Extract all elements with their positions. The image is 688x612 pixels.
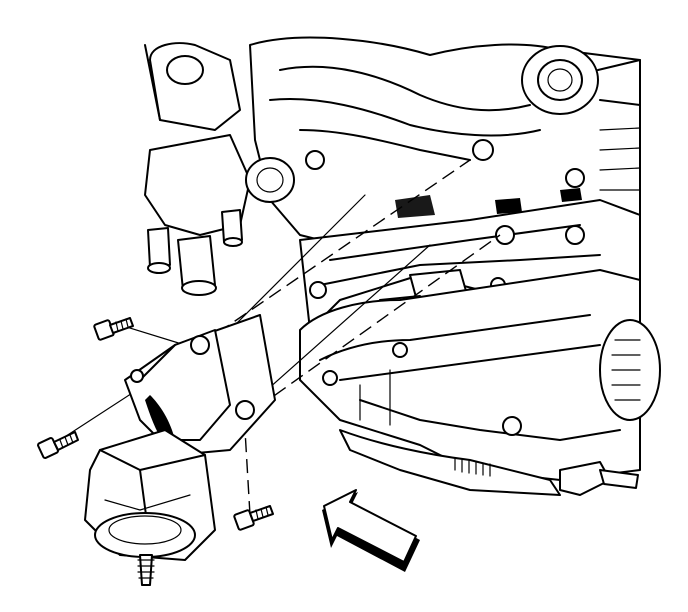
direction-arrow-icon [322,489,420,572]
mount-bolt-upper-icon [93,317,134,341]
oil-pan [299,269,661,496]
mount-bolt-lower-icon [233,505,274,531]
engine-mount-bracket [124,314,276,456]
engine-block [144,36,641,381]
engine-mount-isolator [84,429,216,586]
mount-bolt-left-icon [37,431,79,459]
